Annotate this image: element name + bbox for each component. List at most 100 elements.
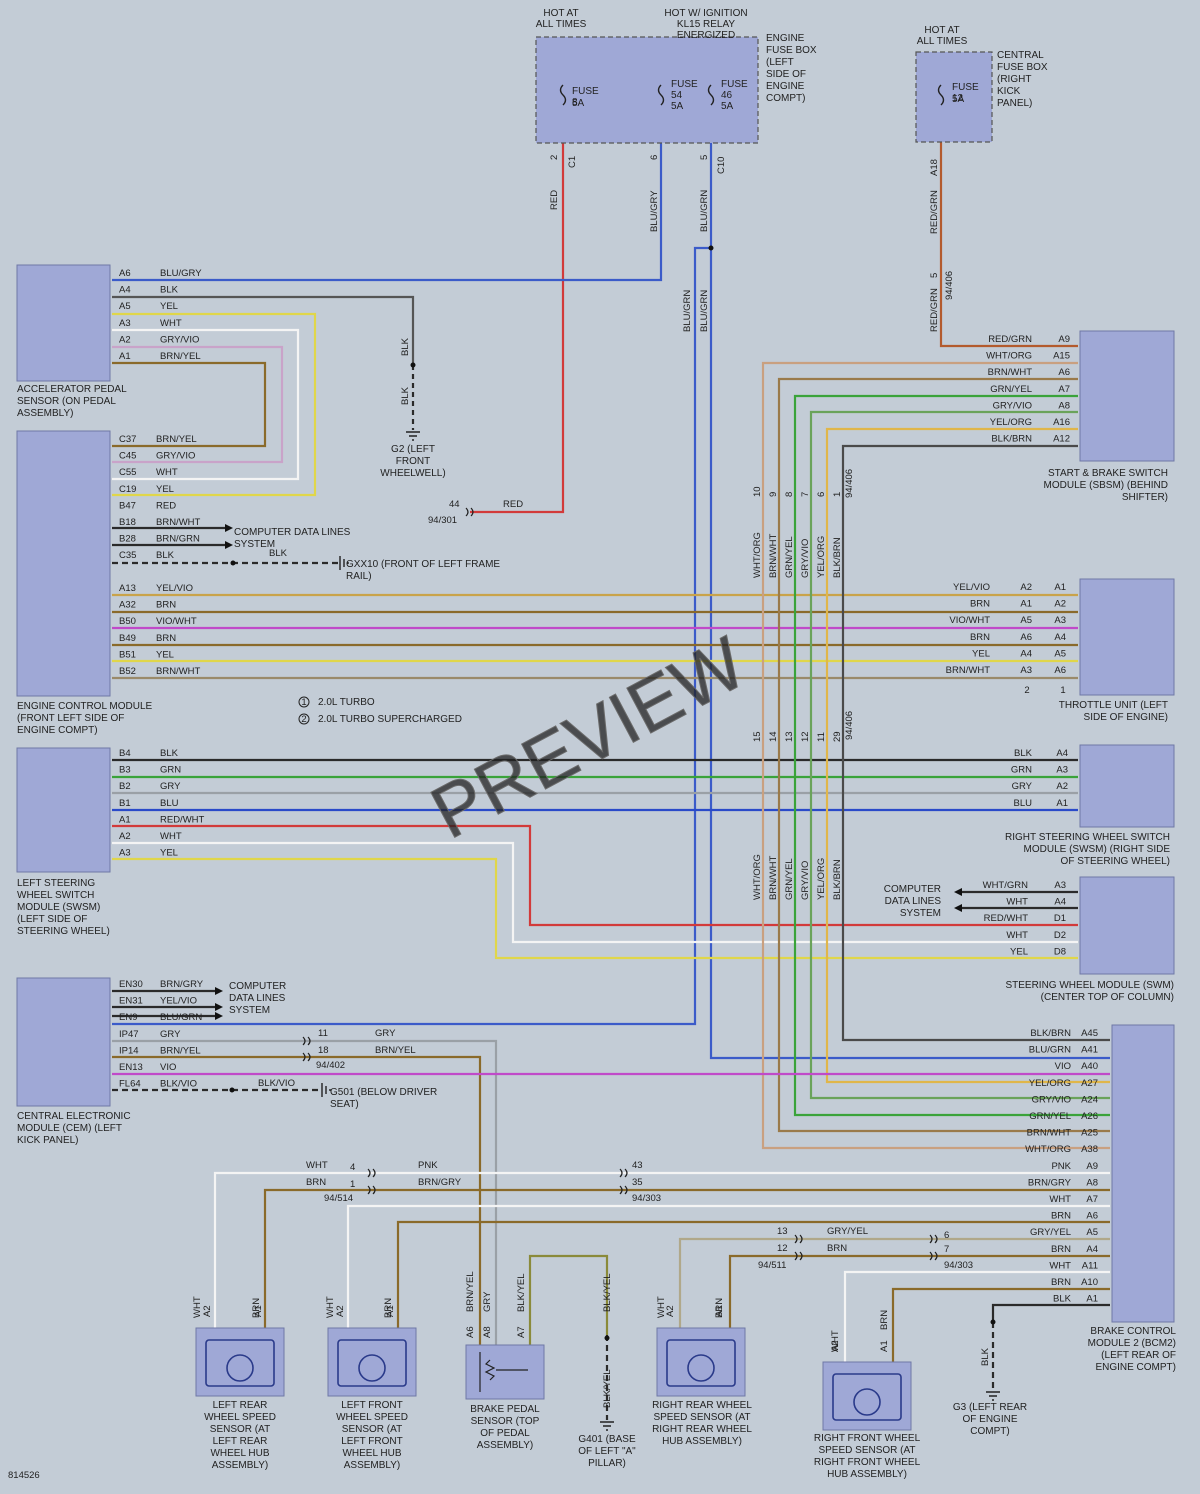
- swm_pins-wire: WHT: [1006, 930, 1028, 941]
- throttle-pin: A2: [1020, 582, 1032, 593]
- connector-94-406: 94/406: [844, 711, 855, 740]
- note-marker: [298, 696, 310, 708]
- ecm-label: ENGINE CONTROL MODULE(FRONT LEFT SIDE OF…: [17, 701, 153, 736]
- watermark: PREVIEW: [418, 621, 758, 855]
- bundle-cavity: 6: [816, 492, 827, 497]
- right-rear-wss: [656, 1327, 746, 1397]
- ecm-wire: BRN/WHT: [156, 666, 201, 677]
- aps_pins-pin: A3: [119, 318, 131, 329]
- wire-label: BRN: [714, 1298, 725, 1318]
- bcm2_pins-wire: BRN: [1051, 1244, 1071, 1255]
- bcm2_pins-wire: GRY/VIO: [1032, 1094, 1071, 1105]
- left-steering-wheel-switch-module: [16, 747, 111, 873]
- bcm2_pins-wire: BRN/GRY: [1028, 1177, 1072, 1188]
- sbsm_pins-wire: YEL/ORG: [990, 417, 1032, 428]
- bundle-wire: GRY/VIO: [800, 539, 811, 578]
- ecm-pin: C37: [119, 434, 136, 445]
- wire-brnyel-aps: [112, 361, 267, 448]
- wire-blk-aps: [112, 295, 415, 365]
- lswsm_pins-pin: B2: [119, 781, 131, 792]
- wires: [112, 40, 1110, 1420]
- bcm2_pins-wire: WHT: [1049, 1260, 1071, 1271]
- engine-control-module: [16, 430, 111, 697]
- accelerator-pedal-sensor: [16, 264, 111, 382]
- cem_pins-wire: BLU/GRN: [160, 1012, 202, 1023]
- cem_pins-wire: BRN/YEL: [160, 1045, 201, 1056]
- bundle-cavity: 15: [752, 731, 763, 742]
- bcm2_pins-pin: A45: [1081, 1028, 1098, 1039]
- ecm-pin: B51: [119, 649, 136, 660]
- right-front-wss: [822, 1361, 912, 1431]
- ecm-pin: A32: [119, 600, 136, 611]
- rswsm_pins-pin: A4: [1056, 748, 1068, 759]
- wire-label: 94/406: [944, 271, 955, 300]
- wire-label: 44: [449, 499, 460, 510]
- throttle-note-2: 2: [1024, 685, 1029, 696]
- aps_pins-wire: BLU/GRY: [160, 268, 202, 279]
- wire-label: 94/301: [428, 515, 457, 526]
- bcm2_pins-wire: BLK: [1053, 1294, 1072, 1305]
- bundle-cavity: 10: [752, 486, 763, 497]
- wire-rf-wht: [843, 1270, 1110, 1362]
- throttle-pin: A5: [1020, 615, 1032, 626]
- bundle-cavity: 7: [800, 492, 811, 497]
- wire-rr-gryyel: [678, 1237, 1110, 1328]
- ecm-pin: B52: [119, 666, 136, 677]
- wire-label: A18: [929, 159, 940, 176]
- junction-dots: [229, 245, 996, 1341]
- aps_pins-pin: A1: [119, 351, 131, 362]
- wire-label: A1: [714, 1305, 725, 1317]
- swm-label: STEERING WHEEL MODULE (SWM)(CENTER TOP O…: [1005, 980, 1174, 1003]
- wire-redwht-swm: [112, 824, 1078, 927]
- arrow-icons: [215, 524, 962, 1020]
- bcm2_pins-pin: A26: [1081, 1111, 1098, 1122]
- wire-label: RED: [549, 190, 560, 210]
- ecm-wire: BRN: [156, 600, 176, 611]
- rswsm_pins-wire: GRY: [1012, 781, 1033, 792]
- note-number: 2: [301, 714, 306, 725]
- wire-label: A8: [482, 1326, 493, 1338]
- bcm2_pins-pin: A40: [1081, 1061, 1098, 1072]
- throttle-pin: A3: [1054, 615, 1066, 626]
- wire-label: BLK: [400, 386, 411, 405]
- wire-label: 35: [632, 1177, 643, 1188]
- bcm2_pins-wire: VIO: [1055, 1061, 1071, 1072]
- wire-lr-brn: [263, 1188, 1110, 1328]
- wire-label: WHT: [656, 1296, 667, 1318]
- swm_pins-pin: D8: [1054, 946, 1066, 957]
- bundle-wire: BRN/WHT: [768, 533, 779, 578]
- bcm2_pins-wire: PNK: [1051, 1161, 1071, 1172]
- lswsm_pins-pin: A1: [119, 814, 131, 825]
- wire-label: BLK/VIO: [258, 1078, 295, 1089]
- wire-label: RED: [503, 499, 523, 510]
- bcm2_pins-pin: A1: [1086, 1294, 1098, 1305]
- wire-label: BLK: [400, 337, 411, 356]
- wire-label: BLK/YEL: [516, 1273, 527, 1312]
- sbsm_pins-wire: RED/GRN: [988, 334, 1032, 345]
- bcm2_pins-pin: A41: [1081, 1045, 1098, 1056]
- throttle-note-1: 1: [1060, 685, 1065, 696]
- lswsm_pins-wire: GRY: [160, 781, 181, 792]
- throttle-pin: A5: [1054, 648, 1066, 659]
- rswsm_pins-pin: A3: [1056, 765, 1068, 776]
- lswsm_pins-wire: WHT: [160, 831, 182, 842]
- wire-label: PNK: [418, 1160, 438, 1171]
- bcm2_pins-pin: A24: [1081, 1094, 1098, 1105]
- swm_pins-wire: WHT/GRN: [983, 880, 1029, 891]
- ecm-wire: BRN: [156, 633, 176, 644]
- aps_pins-pin: A5: [119, 301, 131, 312]
- wire-label: A1: [879, 1340, 890, 1352]
- ecm-wire: BRN/YEL: [156, 434, 197, 445]
- aps_pins-wire: YEL: [160, 301, 178, 312]
- fuse-rating: 5A: [721, 101, 734, 112]
- aps_pins-wire: BLK: [160, 285, 179, 296]
- wire-blu-grn-main: [709, 40, 1110, 1060]
